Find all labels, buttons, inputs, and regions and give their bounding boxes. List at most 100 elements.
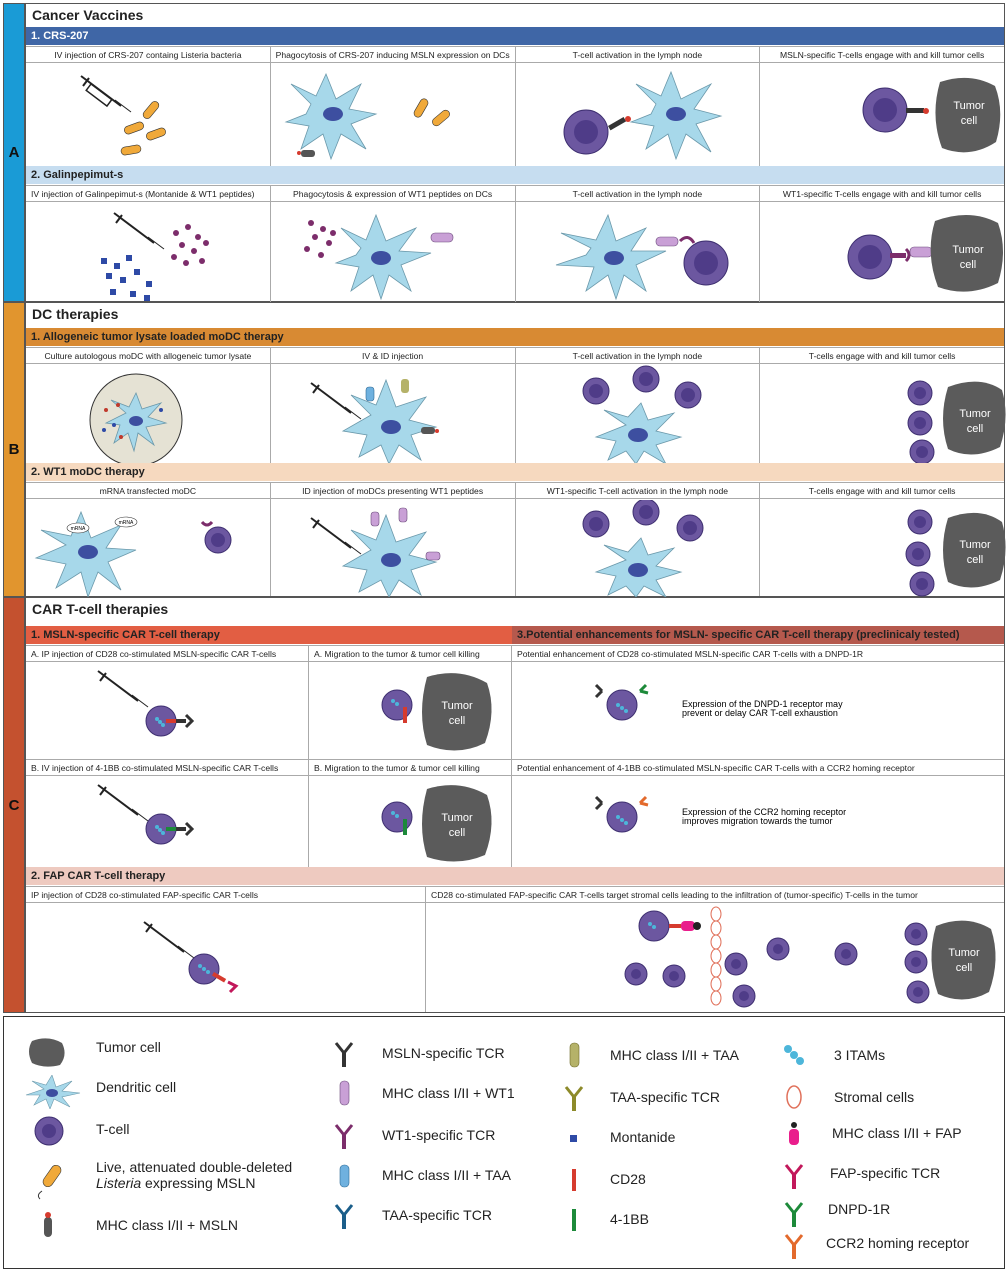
- crs207-step-2: Phagocytosis of CRS-207 inducing MSLN ex…: [270, 47, 516, 166]
- section-a-letter: A: [8, 144, 20, 161]
- allogeneic-step-4: T-cells engage with and kill tumor cells…: [760, 348, 1006, 464]
- legend-label: CD28: [610, 1171, 646, 1187]
- mrna-label: mRNA: [119, 520, 134, 526]
- tcr-wt1-icon: [678, 236, 695, 244]
- t-cell-icon: [662, 964, 686, 988]
- mhc-fap-icon: [789, 1122, 799, 1145]
- mhc-taa-icon: [339, 1164, 350, 1188]
- wt1-modc-step-2-caption: ID injection of moDCs presenting WT1 pep…: [270, 483, 515, 499]
- fap-car-injection: IP injection of CD28 co-stimulated FAP-s…: [26, 887, 426, 1012]
- t-cell-icon: [676, 514, 703, 542]
- section-a-title: Cancer Vaccines: [32, 7, 144, 23]
- section-c-letter: C: [8, 796, 20, 814]
- t-cell-icon: [732, 984, 756, 1008]
- fap-car-injection-caption: IP injection of CD28 co-stimulated FAP-s…: [26, 887, 425, 903]
- car-a-migration: A. Migration to the tumor & tumor cell k…: [309, 646, 512, 759]
- allogeneic-step-3: T-cell activation in the lymph node: [515, 348, 761, 464]
- tumor-cell-icon: [29, 1038, 65, 1067]
- fap-car-infiltration-caption: CD28 co-stimulated FAP-specific CAR T-ce…: [426, 887, 1004, 903]
- dendritic-cell-icon: [594, 402, 682, 464]
- tumor-cell-icon: [935, 77, 1001, 153]
- t-cell-icon: [624, 962, 648, 986]
- car-a-enhancement-caption: Potential enhancement of CD28 co-stimula…: [512, 646, 1004, 662]
- fap-car-row: IP injection of CD28 co-stimulated FAP-s…: [26, 886, 1004, 1012]
- wt1-modc-injection-illustration: [310, 507, 441, 597]
- dendritic-cell-icon: [284, 72, 378, 161]
- montanide-icon: [101, 255, 152, 301]
- wt1-modc-step-4-caption: T-cells engage with and kill tumor cells: [760, 483, 1004, 499]
- legend: Tumor cell Dendritic cell T-cell Live, a…: [3, 1016, 1005, 1269]
- tumor-label: Tumor: [441, 812, 473, 824]
- legend-label: FAP-specific TCR: [830, 1165, 941, 1181]
- t-cell-icon: [907, 509, 933, 535]
- crs207-phagocytosis-illustration: [284, 72, 450, 161]
- car-row-b: B. IV injection of 4-1BB co-stimulated M…: [26, 759, 1004, 867]
- stromal-cells-icon: [786, 1085, 802, 1109]
- legend-label: MSLN-specific TCR: [382, 1045, 505, 1061]
- galinpepimut-step-3-caption: T-cell activation in the lymph node: [515, 186, 760, 202]
- dnpd1-note: Expression of the DNPD-1 receptor may: [682, 699, 843, 709]
- section-b-letter: B: [8, 441, 20, 458]
- t-cell-icon: [909, 439, 935, 464]
- wt1-peptide-icon: [303, 220, 336, 258]
- galinpepimut-step-2-caption: Phagocytosis & expression of WT1 peptide…: [270, 186, 515, 202]
- crs207-killing-illustration: Tumor cell: [862, 77, 1001, 153]
- wt1-modc-step-1-caption: mRNA transfected moDC: [26, 483, 270, 499]
- legend-label: CCR2 homing receptor: [826, 1235, 970, 1251]
- car-a-enhancement-illustration: Expression of the DNPD-1 receptor may pr…: [594, 683, 843, 721]
- tcr-msln-icon: [607, 116, 631, 131]
- syringe-icon: [97, 670, 149, 708]
- galinpepimut-killing-illustration: Tumor cell: [847, 214, 1004, 292]
- crs207-row: IV injection of CRS-207 containg Listeri…: [26, 46, 1004, 166]
- syringe-icon: [113, 212, 165, 250]
- syringe-icon: [310, 382, 362, 420]
- t-cell-icon: [834, 942, 858, 966]
- tcr-msln-icon: [334, 1042, 354, 1067]
- t-cell-icon: [582, 510, 609, 538]
- car-b-injection-illustration: [97, 784, 195, 845]
- mhc-taa-icon: [569, 1042, 580, 1068]
- tumor-cell-icon: [931, 920, 996, 1000]
- fap-car-infiltration-illustration: Tumor cell: [624, 906, 996, 1008]
- legend-label: 3 ITAMs: [834, 1047, 886, 1063]
- syringe-icon: [80, 75, 132, 113]
- tumor-label: cell: [449, 827, 466, 839]
- t-cell-icon: [724, 952, 748, 976]
- legend-label: expressing MSLN: [141, 1175, 256, 1191]
- wt1-peptide-icon: [171, 224, 209, 266]
- allogeneic-step-2: IV & ID injection: [270, 348, 516, 464]
- wt1-modc-step-1: mRNA transfected moDC mRNA mRNA: [26, 483, 271, 597]
- tumor-label: cell: [961, 115, 978, 127]
- tumor-label: cell: [967, 554, 984, 566]
- section-c-title: CAR T-cell therapies: [32, 601, 169, 617]
- galinpepimut-lymph-illustration: [555, 213, 728, 301]
- legend-label: Montanide: [610, 1129, 676, 1145]
- tcr-wt1-icon: [334, 1124, 354, 1149]
- section-a-sidebar: A: [3, 3, 25, 302]
- legend-label: MHC class I/II + WT1: [382, 1085, 515, 1101]
- t-cell-icon: [582, 377, 609, 405]
- dendritic-cell-icon: [341, 513, 438, 597]
- crs207-step-1: IV injection of CRS-207 containg Listeri…: [26, 47, 271, 166]
- t-cell-icon: [563, 109, 608, 155]
- galinpepimut-step-1-caption: IV injection of Galinpepimut-s (Montanid…: [26, 186, 270, 202]
- t-cell-icon: [683, 240, 728, 286]
- crs207-step-3: T-cell activation in the lymph node: [515, 47, 761, 166]
- t-cell-icon: [907, 380, 933, 406]
- cd28-icon: [572, 1169, 576, 1191]
- wt1-modc-killing-illustration: Tumor cell: [905, 509, 1006, 597]
- legend-label: DNPD-1R: [828, 1201, 891, 1217]
- t-cell-icon: [906, 980, 930, 1004]
- mhc-msln-icon: [296, 150, 315, 157]
- crs207-injection-illustration: [80, 75, 166, 156]
- galinpepimut-step-4: WT1-specific T-cells engage with and kil…: [760, 186, 1004, 302]
- t-cell-icon: [204, 526, 232, 554]
- crs207-step-1-caption: IV injection of CRS-207 containg Listeri…: [26, 47, 270, 63]
- legend-label: Tumor cell: [96, 1039, 161, 1055]
- tcr-wt1-icon: [890, 247, 911, 263]
- fap-car-injection-illustration: [143, 921, 239, 994]
- dnpd1r-icon: [784, 1202, 804, 1227]
- 41bb-icon: [572, 1209, 576, 1231]
- car-a-injection-caption: A. IP injection of CD28 co-stimulated MS…: [26, 646, 308, 662]
- crs207-step-2-caption: Phagocytosis of CRS-207 inducing MSLN ex…: [270, 47, 515, 63]
